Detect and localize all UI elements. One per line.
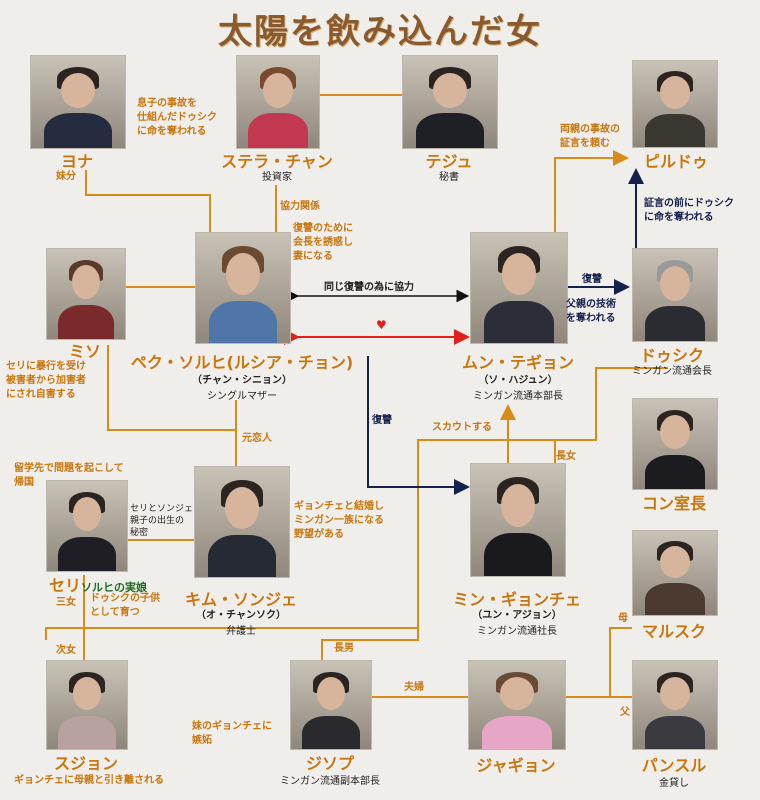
alias-sonje: （オ・チャンソク） bbox=[196, 610, 286, 621]
role-gyonche: ミンガン流通社長 bbox=[477, 626, 557, 637]
name-tegyon: ムン・テギョン bbox=[461, 353, 575, 372]
photo-tegyon bbox=[470, 232, 568, 344]
name-jisopu: ジソプ bbox=[305, 754, 355, 773]
photo-pansuru bbox=[632, 660, 718, 750]
label-jijo: 次女 bbox=[56, 645, 76, 656]
role-dusik: ミンガン流通会長 bbox=[632, 366, 712, 377]
name-pansuru: パンスル bbox=[641, 756, 707, 775]
label-haha: 母 bbox=[618, 613, 628, 624]
note-seri-trouble: 留学先で問題を起こして帰国 bbox=[14, 463, 124, 488]
role-tegyon: ミンガン流通本部長 bbox=[473, 391, 563, 402]
label-seri-sanjo: 三女 bbox=[56, 597, 76, 608]
note-revenge: 復讐のために会長を誘惑し妻になる bbox=[293, 223, 353, 262]
photo-stella bbox=[236, 55, 320, 149]
photo-dusik bbox=[632, 248, 718, 342]
heart-icon: ♥ bbox=[376, 318, 387, 332]
line-jagyon-family bbox=[564, 627, 632, 698]
role-sonje: 弁護士 bbox=[226, 626, 256, 637]
photo-seri bbox=[46, 480, 128, 572]
label-chojo: 長女 bbox=[556, 451, 576, 462]
photo-sujon bbox=[46, 660, 128, 750]
note-jisopu: 妹のギョンチェに嫉妬 bbox=[192, 721, 272, 746]
note-miso: セリに暴行を受け被害者から加害者にされ自害する bbox=[6, 361, 86, 400]
role-jisopu: ミンガン流通副本部長 bbox=[280, 776, 380, 787]
chart-title: 太陽を飲み込んだ女 bbox=[218, 12, 542, 52]
line-sujon-jisopu bbox=[45, 627, 418, 640]
name-gyonche: ミン・ギョンチェ bbox=[452, 590, 582, 609]
name-sujon: スジョン bbox=[53, 754, 119, 773]
role-solhi: シングルマザー bbox=[207, 391, 277, 402]
photo-kon bbox=[632, 398, 718, 490]
photo-yona bbox=[30, 55, 126, 149]
name-jagyon: ジャギョン bbox=[476, 756, 556, 775]
name-solhi: ペク・ソルヒ(ルシア・チョン) bbox=[130, 353, 354, 372]
note-pildu: 両親の事故の証言を頼む bbox=[560, 124, 620, 149]
name-pildu: ピルドゥ bbox=[643, 152, 709, 171]
label-same-revenge: 同じ復讐の為に協力 bbox=[324, 282, 414, 293]
alias-gyonche: （ユン・アジョン） bbox=[472, 610, 562, 621]
name-kon: コン室長 bbox=[641, 494, 707, 513]
arrow-fukushu-gyonche bbox=[367, 356, 470, 495]
photo-gyonche bbox=[470, 463, 566, 577]
alias-solhi: （チャン・シニョン） bbox=[192, 375, 292, 386]
note-seri-secret: セリとソンジェ親子の出生の秘密 bbox=[130, 504, 194, 538]
label-chonan: 長男 bbox=[334, 643, 354, 654]
line-tegyon-pildu bbox=[554, 150, 629, 232]
label-yona-rel: 妹分 bbox=[56, 171, 76, 182]
photo-sonje bbox=[194, 466, 290, 578]
photo-jisopu bbox=[290, 660, 372, 750]
label-chichi: 父 bbox=[620, 707, 630, 718]
label-fukushu-right: 復讐 bbox=[582, 274, 602, 285]
name-dusik: ドゥシク bbox=[639, 346, 705, 365]
note-seri-raised: ドゥシクの子供として育つ bbox=[90, 593, 160, 618]
note-father-tech: 父親の技術を奪われる bbox=[566, 299, 616, 324]
alias-tegyon: （ソ・ハジュン） bbox=[478, 375, 558, 386]
name-teju: テジュ bbox=[425, 152, 473, 171]
role-pansuru: 金貸し bbox=[659, 778, 689, 789]
photo-miso bbox=[46, 248, 126, 340]
name-marusuku: マルスク bbox=[641, 622, 707, 641]
name-seri: セリソルヒの実娘 bbox=[48, 576, 148, 595]
photo-marusuku bbox=[632, 530, 718, 616]
role-teju: 秘書 bbox=[439, 172, 459, 183]
photo-teju bbox=[402, 55, 498, 149]
line-yona-solhi bbox=[85, 170, 211, 232]
note-pildu-killed: 証言の前にドゥシクに命を奪われる bbox=[644, 198, 734, 223]
photo-solhi bbox=[195, 232, 291, 344]
label-fukushu-down: 復讐 bbox=[372, 415, 392, 426]
photo-pildu bbox=[632, 60, 718, 148]
label-kyoryoku: 協力関係 bbox=[280, 201, 320, 212]
role-stella: 投資家 bbox=[262, 172, 292, 183]
name-yona: ヨナ bbox=[60, 152, 94, 171]
photo-jagyon bbox=[468, 660, 566, 750]
note-sujon: ギョンチェに母親と引き離される bbox=[14, 775, 164, 786]
label-moto-koibito: 元恋人 bbox=[242, 433, 272, 444]
name-sonje: キム・ソンジェ bbox=[184, 590, 298, 609]
note-gyonche: ギョンチェと結婚しミンガン一族になる野望がある bbox=[294, 501, 384, 540]
name-stella: ステラ・チャン bbox=[221, 152, 333, 171]
label-scout: スカウトする bbox=[432, 422, 492, 433]
name-miso: ミソ bbox=[68, 342, 102, 361]
note-stella: 息子の事故を仕組んだドゥシクに命を奪われる bbox=[137, 98, 217, 137]
label-fufu: 夫婦 bbox=[404, 682, 424, 693]
line-dusik-branch bbox=[321, 439, 596, 660]
